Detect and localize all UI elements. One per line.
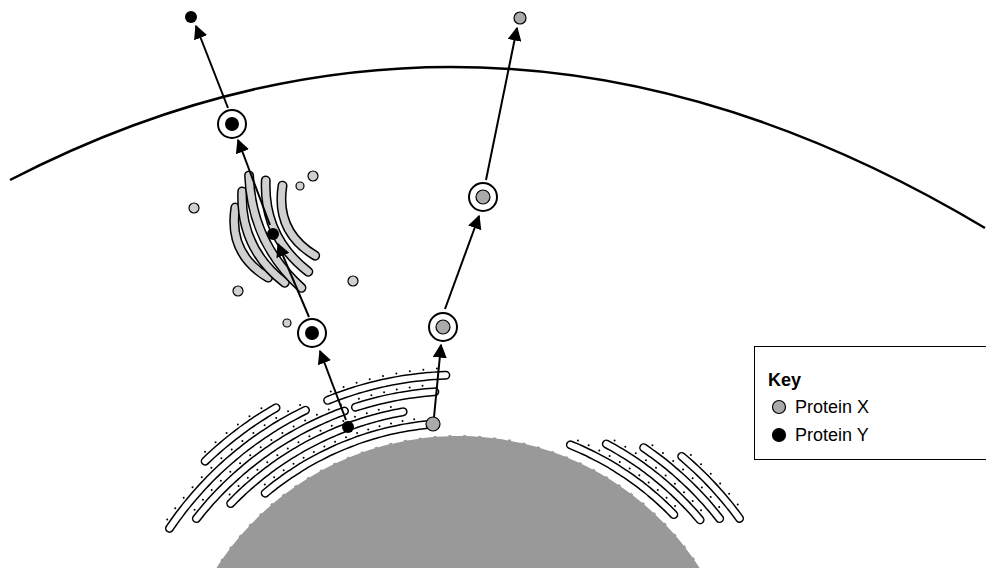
golgi-apparatus <box>214 164 325 304</box>
legend-swatch <box>771 399 787 415</box>
legend-entry: Protein Y <box>771 421 986 449</box>
legend-title: Key <box>768 369 986 391</box>
legend-label: Protein X <box>795 396 869 418</box>
legend-box: KeyProtein X Protein Y <box>754 346 986 460</box>
legend-swatch <box>771 427 787 443</box>
legend-entry: Protein X <box>771 393 986 421</box>
cell-membrane <box>10 67 985 228</box>
legend-label: Protein Y <box>795 424 869 446</box>
protein-x <box>426 12 526 431</box>
protein-y <box>185 11 354 433</box>
golgi-vesicles <box>189 171 358 327</box>
transport-arrows <box>196 26 517 420</box>
nucleus <box>170 435 746 568</box>
